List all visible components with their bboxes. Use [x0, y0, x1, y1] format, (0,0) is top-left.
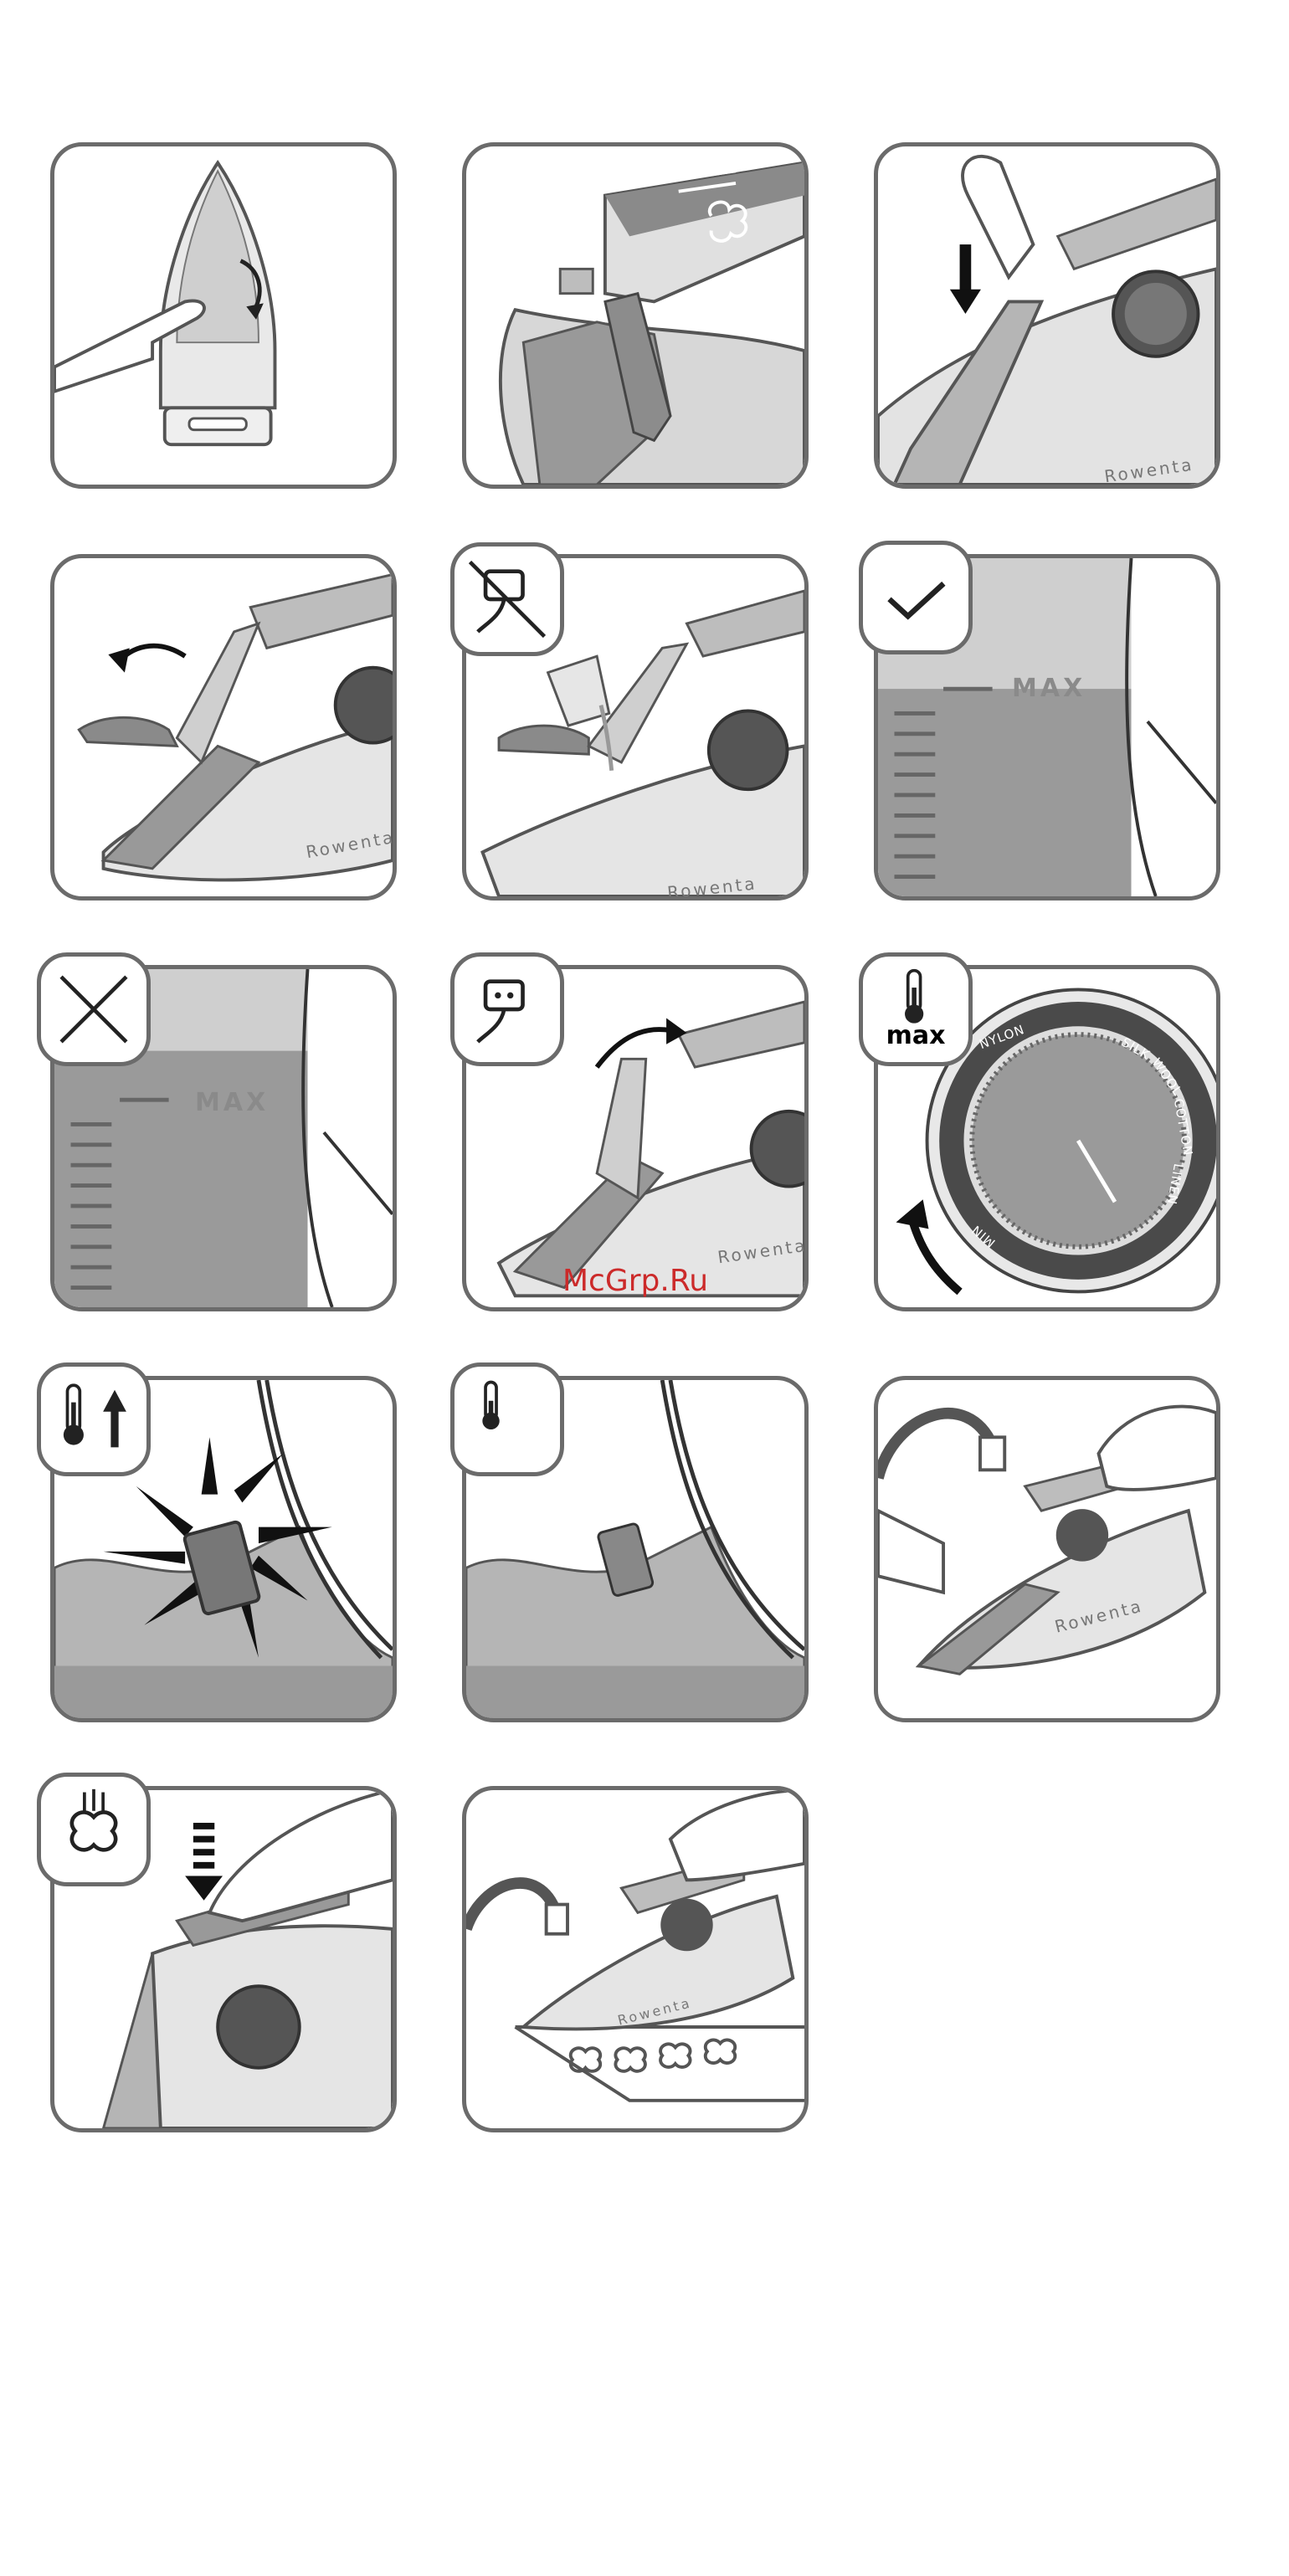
no-plug-icon [450, 542, 564, 656]
faucet-icon [980, 1437, 1004, 1470]
water-lid-icon [79, 717, 177, 746]
panel-3-press-spray: Rowenta [874, 142, 1220, 489]
panel-14-steam-sink: Rowenta [462, 1786, 809, 2132]
panel-1-remove-soleplate [50, 142, 397, 489]
max-badge-text: max [863, 1021, 968, 1050]
max-level-label: MAX [1012, 674, 1086, 703]
max-level-label: MAX [195, 1088, 269, 1117]
soleplate-icon [54, 146, 393, 485]
watermark: McGrp.Ru [562, 1264, 708, 1298]
cross-icon [37, 952, 151, 1066]
steam-puffs-icon [571, 2040, 735, 2071]
thermometer-up-icon [37, 1362, 151, 1476]
panel-12-rinse-tap: Rowenta [874, 1376, 1220, 1722]
curved-arrow-icon [120, 646, 185, 660]
spray-button-icon [560, 269, 593, 293]
dashed-arrow-icon [185, 1823, 223, 1901]
thermometer-icon [450, 1362, 564, 1476]
faucet-icon [547, 1905, 567, 1934]
thermometer-icon: max [859, 952, 973, 1066]
steam-button-icon [37, 1773, 151, 1886]
down-arrow-icon [950, 244, 981, 314]
plug-icon [450, 952, 564, 1066]
check-icon [859, 541, 973, 654]
hand-icon [963, 157, 1033, 277]
panel-2-steam-button [462, 142, 809, 489]
panel-4-open-lid: Rowenta [50, 554, 397, 901]
hand-icon [1098, 1407, 1216, 1490]
jug-icon [548, 656, 609, 726]
